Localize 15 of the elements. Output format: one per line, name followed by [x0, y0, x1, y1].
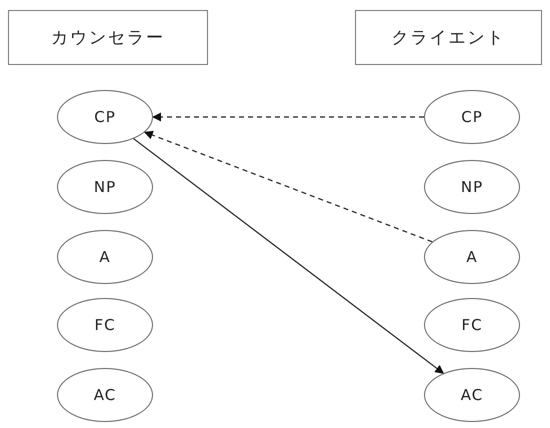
- ego-state-ellipse: AC: [424, 368, 520, 422]
- ego-state-ellipse: A: [57, 230, 153, 284]
- title-box: クライエント: [355, 10, 542, 65]
- ego-state-ellipse: FC: [424, 298, 520, 352]
- arrow: [144, 130, 432, 242]
- ego-state-ellipse: CP: [424, 90, 520, 144]
- title-box: カウンセラー: [8, 10, 208, 65]
- arrow: [133, 138, 444, 374]
- ego-state-ellipse: A: [424, 230, 520, 284]
- ego-state-ellipse: NP: [424, 160, 520, 214]
- ego-state-ellipse: AC: [57, 368, 153, 422]
- ego-state-ellipse: NP: [57, 160, 153, 214]
- arrow: [152, 112, 424, 122]
- ego-state-ellipse: FC: [57, 298, 153, 352]
- ego-state-ellipse: CP: [57, 90, 153, 144]
